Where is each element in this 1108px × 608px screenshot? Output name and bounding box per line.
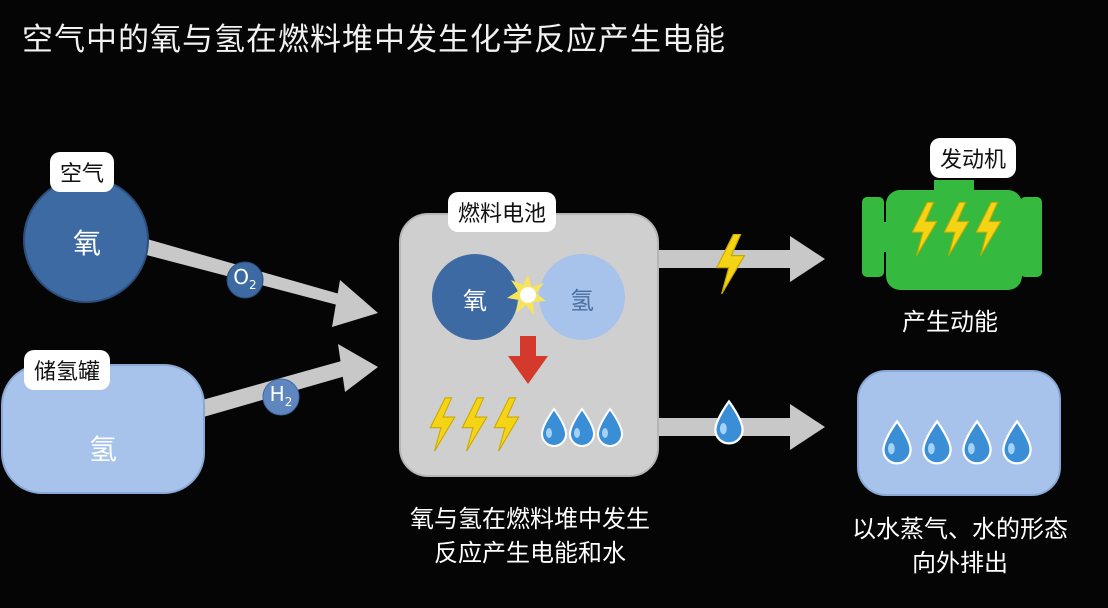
h2-badge [262, 378, 300, 416]
fuel-cell-oxygen-circle [432, 254, 518, 340]
fuel-cell-caption-line1: 氧与氢在燃料堆中发生 [410, 505, 650, 533]
page-title: 空气中的氧与氢在燃料堆中发生化学反应产生电能 [22, 22, 726, 58]
air-tag: 空气 [50, 152, 115, 192]
engine-icon [862, 180, 1042, 290]
o2-badge-label: O2 [233, 265, 257, 292]
hydrogen-tank-label: 氢 [88, 433, 117, 466]
water-caption-line1: 以水蒸气、水的形态 [852, 515, 1068, 543]
water-output-box [857, 370, 1061, 496]
fuel-cell-hydrogen-circle [539, 254, 625, 340]
output-water-drop-icon [714, 400, 744, 445]
water-caption-line2: 向外排出 [912, 549, 1008, 577]
water-caption: 以水蒸气、水的形态 向外排出 [820, 512, 1100, 580]
fuel-cell-oxygen-label: 氧 [463, 287, 487, 315]
hydrogen-tank-tag: 储氢罐 [24, 350, 111, 390]
fuel-cell-caption: 氧与氢在燃料堆中发生 反应产生电能和水 [360, 502, 700, 570]
h2-badge-label: H2 [269, 382, 293, 409]
reaction-down-arrow [508, 336, 548, 384]
oxygen-label: 氧 [72, 227, 101, 260]
fuel-cell-hydrogen-label: 氢 [570, 287, 594, 315]
fuel-cell-caption-line2: 反应产生电能和水 [434, 539, 626, 567]
engine-caption: 产生动能 [902, 308, 998, 336]
reaction-spark-icon [507, 275, 546, 315]
o2-badge [226, 261, 264, 299]
fuel-cell-tag: 燃料电池 [448, 192, 557, 232]
engine-tag: 发动机 [930, 138, 1017, 178]
